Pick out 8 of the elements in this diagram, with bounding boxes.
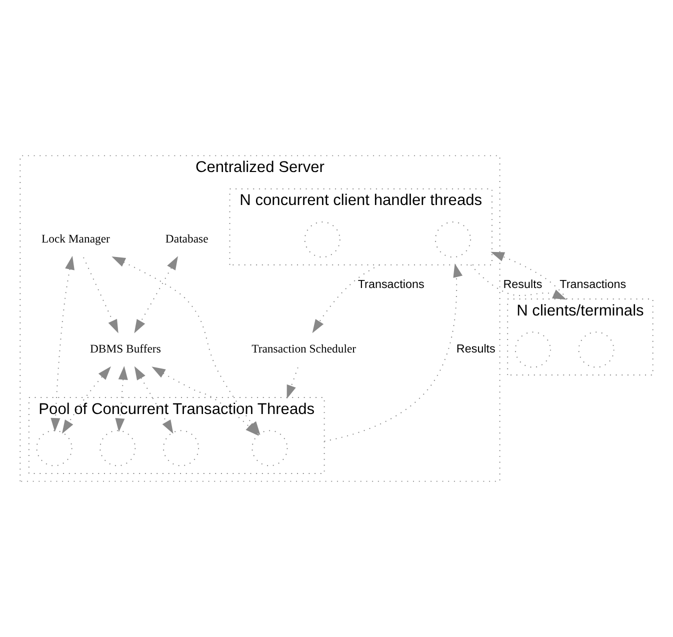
node-text: Lock Manager [41,232,110,246]
edge-label: Transactions [358,278,424,291]
node-text: DBMS Buffers [90,342,161,356]
node-text: Transaction Scheduler [252,342,356,356]
node-text: Database [165,232,208,246]
edge-label: Results [503,278,542,291]
edge-label: Results [456,342,496,356]
edge-label: Transactions [560,278,626,291]
